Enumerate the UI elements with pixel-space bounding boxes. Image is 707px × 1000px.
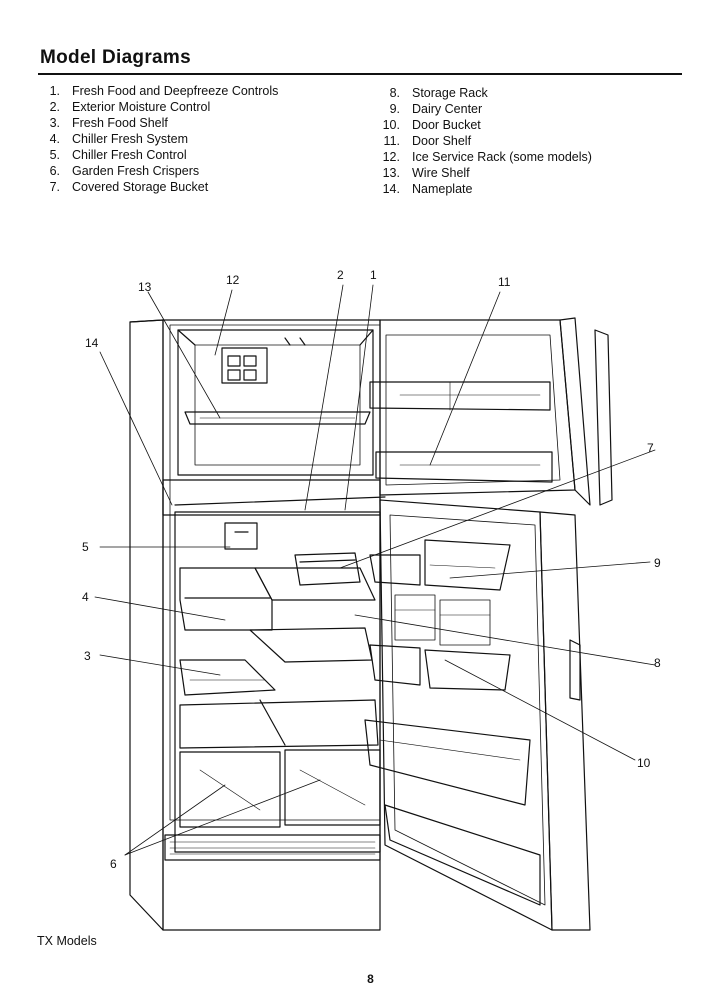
callout-9: 9 [654, 556, 661, 570]
freezer-compartment [177, 329, 374, 466]
callout-12: 12 [226, 273, 240, 287]
callout-2: 2 [337, 268, 344, 282]
list-item: 2.Exterior Moisture Control [49, 100, 211, 114]
list-item: 5.Chiller Fresh Control [49, 148, 187, 162]
callout-5: 5 [82, 540, 89, 554]
callout-4: 4 [82, 590, 89, 604]
list-item: 6.Garden Fresh Crispers [49, 164, 200, 178]
list-item: 1.Fresh Food and Deepfreeze Controls [49, 84, 279, 98]
cabinet [129, 319, 386, 931]
fresh-food-door [364, 499, 591, 931]
list-item: 8.Storage Rack [389, 86, 488, 100]
page-title: Model Diagrams [40, 47, 191, 68]
callout-labels: 1 2 3 4 5 6 7 8 9 10 11 12 13 14 [82, 268, 661, 871]
callout-11: 11 [498, 275, 511, 289]
list-item: 10.Door Bucket [382, 118, 481, 132]
model-caption: TX Models [37, 934, 97, 948]
callout-7: 7 [647, 441, 654, 455]
list-item: 11.Door Shelf [383, 134, 472, 148]
callout-8: 8 [654, 656, 661, 670]
list-item: 13.Wire Shelf [382, 166, 470, 180]
callout-1: 1 [370, 268, 377, 282]
parts-list-left: 1.Fresh Food and Deepfreeze Controls 2.E… [30, 83, 279, 195]
list-item: 3.Fresh Food Shelf [49, 116, 168, 130]
freezer-door [369, 317, 613, 506]
callout-3: 3 [84, 649, 91, 663]
list-item: 9.Dairy Center [389, 102, 483, 116]
list-item: 14.Nameplate [382, 182, 473, 196]
fresh-food-compartment [164, 522, 381, 861]
leader-lines [94, 284, 656, 856]
callout-14: 14 [85, 336, 99, 350]
parts-list-right: 8.Storage Rack 9.Dairy Center 10.Door Bu… [370, 85, 592, 197]
list-item: 7.Covered Storage Bucket [49, 180, 209, 194]
callout-6: 6 [110, 857, 117, 871]
list-item: 12.Ice Service Rack (some models) [382, 150, 592, 164]
callout-10: 10 [637, 756, 651, 770]
list-item: 4.Chiller Fresh System [49, 132, 188, 146]
page-number: 8 [367, 972, 374, 986]
title-rule [38, 73, 682, 75]
callout-13: 13 [138, 280, 152, 294]
